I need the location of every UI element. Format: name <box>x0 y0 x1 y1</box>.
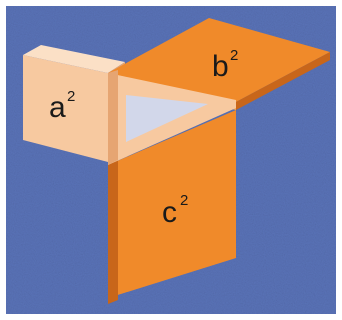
label-a: a <box>49 91 66 124</box>
square-a-top-edge <box>23 45 125 73</box>
square-b-right-edge <box>236 52 330 110</box>
square-c-side-edge <box>108 160 118 304</box>
square-c <box>108 110 236 304</box>
square-a-face <box>23 55 108 162</box>
label-a-squared: a 2 <box>49 88 75 124</box>
label-c-exponent: 2 <box>180 192 188 209</box>
triangle-hole <box>126 95 208 142</box>
label-a-exponent: 2 <box>67 88 75 105</box>
square-b-face <box>108 18 330 102</box>
label-b-squared: b 2 <box>212 47 238 83</box>
triangle <box>108 70 236 165</box>
label-c: c <box>162 196 177 229</box>
triangle-side-edge <box>108 70 118 165</box>
label-b: b <box>212 50 229 83</box>
square-c-face <box>108 110 236 298</box>
label-b-exponent: 2 <box>230 47 238 64</box>
label-c-squared: c 2 <box>162 192 188 229</box>
